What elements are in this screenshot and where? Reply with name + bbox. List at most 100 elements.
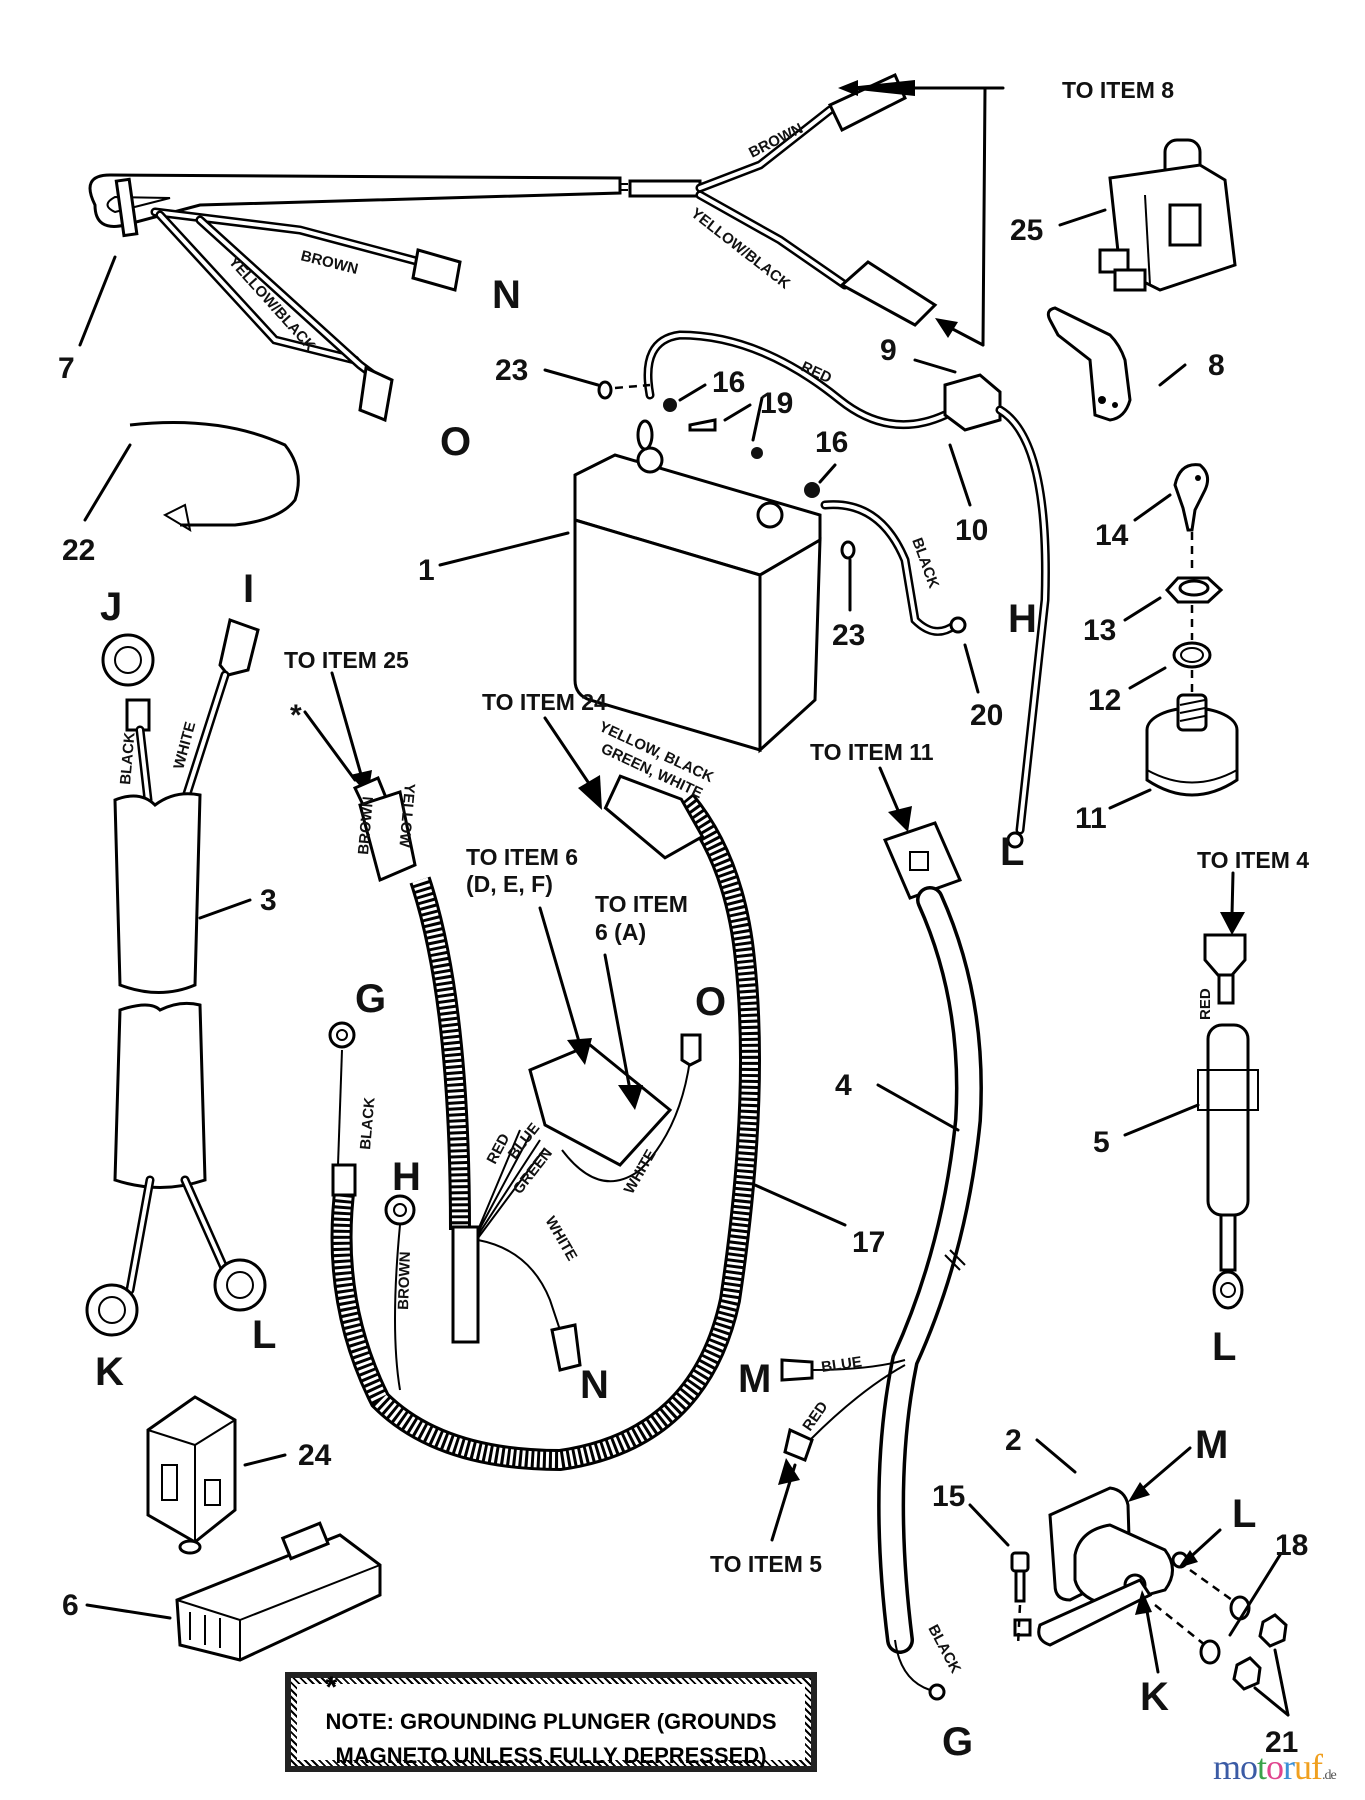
callout-7: 7 [58, 352, 75, 385]
ref-to-item-11: TO ITEM 11 [810, 739, 934, 765]
connection-letter-M-4: M [738, 1357, 771, 1401]
callout-10: 10 [955, 514, 988, 547]
leader-3 [198, 898, 252, 920]
connection-letter-K-left: K [95, 1350, 124, 1394]
leader-10 [948, 443, 972, 507]
wire-label-black-4: BLACK [924, 1622, 964, 1676]
leader-13 [1123, 596, 1162, 622]
callout-2: 2 [1005, 1424, 1022, 1457]
leader-5 [1123, 1103, 1200, 1137]
item-14-key [1173, 463, 1210, 532]
watermark-tld: .de [1322, 1768, 1337, 1783]
ref-to-item-25: TO ITEM 25 [284, 647, 409, 673]
callout-6: 6 [62, 1589, 79, 1622]
leader-8 [1158, 363, 1187, 387]
watermark-text: motoruf [1213, 1747, 1323, 1787]
watermark-letter: r [1283, 1747, 1295, 1787]
callout-5: 5 [1093, 1126, 1110, 1159]
callout-16a: 16 [712, 366, 745, 399]
ref-to-item-6-a-line1: TO ITEM [595, 891, 688, 917]
leader-24 [243, 1453, 287, 1467]
callout-17: 17 [852, 1226, 885, 1259]
item-9-boot [943, 373, 1002, 432]
item-24-relay [146, 1395, 237, 1555]
item-8-bracket [1046, 306, 1132, 422]
item-1-battery [573, 419, 822, 754]
connection-letter-G-mid: G [355, 977, 386, 1021]
watermark-letter: m [1213, 1747, 1241, 1787]
callout-1: 1 [418, 554, 435, 587]
wire-label-blue-4: BLUE [820, 1353, 863, 1376]
connection-letter-L-left: L [252, 1313, 276, 1357]
leader-16b [818, 463, 837, 484]
ref-to-item-4: TO ITEM 4 [1197, 847, 1309, 873]
connection-letter-H-right: H [1008, 597, 1037, 641]
item-13-nut [1164, 576, 1224, 604]
item-12-lockwasher [1172, 641, 1212, 669]
ref-to-item-24: TO ITEM 24 [482, 689, 607, 715]
callout-23b: 23 [832, 619, 865, 652]
callout-9: 9 [880, 334, 897, 367]
note-text: *NOTE: GROUNDING PLUNGER (GROUNDS MAGNET… [297, 1671, 805, 1768]
leader-20 [963, 643, 980, 694]
callout-14: 14 [1095, 519, 1129, 552]
item-25-switch [1098, 138, 1237, 292]
callout-22: 22 [62, 534, 95, 567]
item-21-nut-a [1258, 1613, 1288, 1648]
item-22-cable-tie [129, 421, 300, 527]
leader-6 [85, 1603, 172, 1620]
ref-to-item-6-def-line2: (D, E, F) [466, 871, 553, 897]
callout-24: 24 [298, 1439, 332, 1472]
leader-15 [968, 1503, 1010, 1547]
leader-4 [876, 1083, 960, 1132]
watermark-logo: motoruf.de [1213, 1746, 1337, 1788]
leader-19 [723, 403, 752, 422]
leader-7 [78, 255, 117, 347]
callout-23a: 23 [495, 354, 528, 387]
leader-2 [1035, 1438, 1077, 1474]
ref-to-item-6-def-line1: TO ITEM 6 [466, 844, 578, 870]
note-line-2: MAGNETO UNLESS FULLY DEPRESSED) [335, 1743, 767, 1768]
wire-label-red-4: RED [799, 1398, 831, 1434]
leader-1 [438, 531, 570, 567]
callout-20: 20 [970, 699, 1003, 732]
leader-25 [1058, 208, 1107, 227]
leader-14 [1133, 493, 1172, 522]
connection-letter-L-right: L [1000, 830, 1024, 874]
item-11-ignition-switch [1145, 693, 1239, 797]
watermark-letter: o [1266, 1747, 1284, 1787]
wire-label-brown-H: BROWN [395, 1251, 414, 1310]
ref-to-item-6-a-line2: 6 (A) [595, 919, 646, 945]
callout-19: 19 [760, 387, 793, 420]
note-asterisk: * [325, 1671, 338, 1704]
item-2-solenoid [1013, 1486, 1189, 1647]
connection-letter-J: J [100, 585, 122, 629]
ref-to-item-5: TO ITEM 5 [710, 1551, 822, 1577]
leader-12 [1128, 666, 1167, 690]
leader-9 [913, 358, 957, 374]
leader-22 [83, 443, 132, 522]
connection-letter-N-mid: N [580, 1363, 609, 1407]
callout-16b: 16 [815, 426, 848, 459]
watermark-letter: o [1240, 1747, 1258, 1787]
callout-18: 18 [1275, 1529, 1308, 1562]
ref-to-item-8: TO ITEM 8 [1062, 77, 1174, 103]
connection-letter-K-2: K [1140, 1675, 1169, 1719]
harness-item-7 [88, 72, 938, 423]
leader-11 [1108, 788, 1152, 810]
wire-label-black-3: BLACK [117, 731, 139, 785]
leader-17 [753, 1183, 847, 1227]
asterisk-marker: * [290, 699, 302, 732]
item-18-washer-b [1199, 1639, 1221, 1665]
to-item-8-arrows [838, 80, 1005, 347]
wire-label-yellow-25: YELLOW [395, 783, 418, 849]
watermark-letter: t [1257, 1747, 1267, 1787]
wire-label-black-G: BLACK [357, 1096, 379, 1150]
callout-3: 3 [260, 884, 277, 917]
item-5-fuse-holder [1197, 933, 1259, 1310]
item-3-sleeve [85, 618, 267, 1337]
callout-13: 13 [1083, 614, 1116, 647]
wire-label-red-5: RED [1197, 988, 1214, 1020]
connection-letter-H-mid: H [392, 1155, 421, 1199]
